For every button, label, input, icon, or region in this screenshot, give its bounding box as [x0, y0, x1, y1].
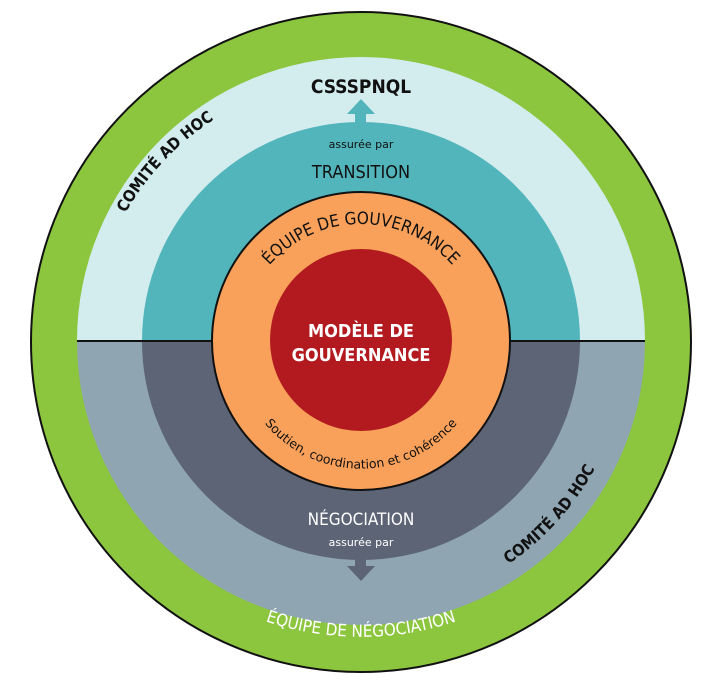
arrow-up-icon [347, 99, 375, 124]
negotiation-assured-by: assurée par [329, 536, 394, 549]
governance-model-core [270, 249, 452, 431]
center-title-line2: GOUVERNANCE [292, 345, 431, 366]
center-title-line1: MODÈLE DE [308, 320, 414, 342]
transition-target-label: CSSSPNQL [311, 76, 411, 98]
arrow-down-icon [347, 556, 375, 581]
transition-assured-by: assurée par [329, 138, 394, 151]
transition-label: TRANSITION [311, 162, 410, 183]
negotiation-label: NÉGOCIATION [308, 508, 415, 530]
